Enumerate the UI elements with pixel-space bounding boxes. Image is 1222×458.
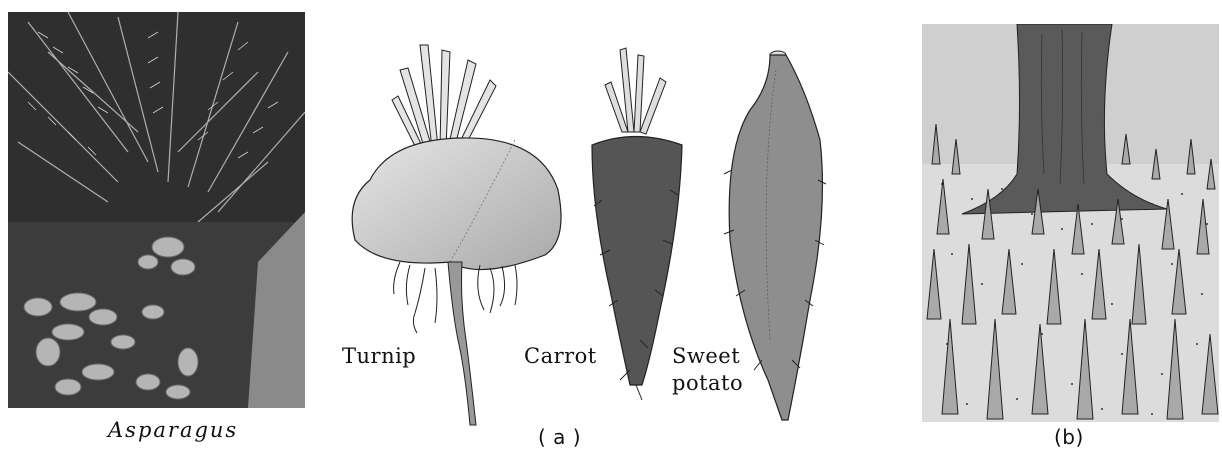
root-illustrations [330,40,850,430]
asparagus-photo [8,12,305,408]
turnip-label: Turnip [342,344,416,368]
sweet-potato-label-line2: potato [672,371,743,395]
sweet-potato-label-line1: Sweet [672,344,740,368]
pneumatophore-illustration [922,24,1219,422]
asparagus-caption: Asparagus [108,418,238,442]
panel-a-caption: ( a ) [538,425,581,449]
turnip-illustration [352,45,561,425]
carrot-illustration [592,48,682,400]
panel-b-caption: (b) [1054,425,1084,449]
carrot-label: Carrot [524,344,597,368]
